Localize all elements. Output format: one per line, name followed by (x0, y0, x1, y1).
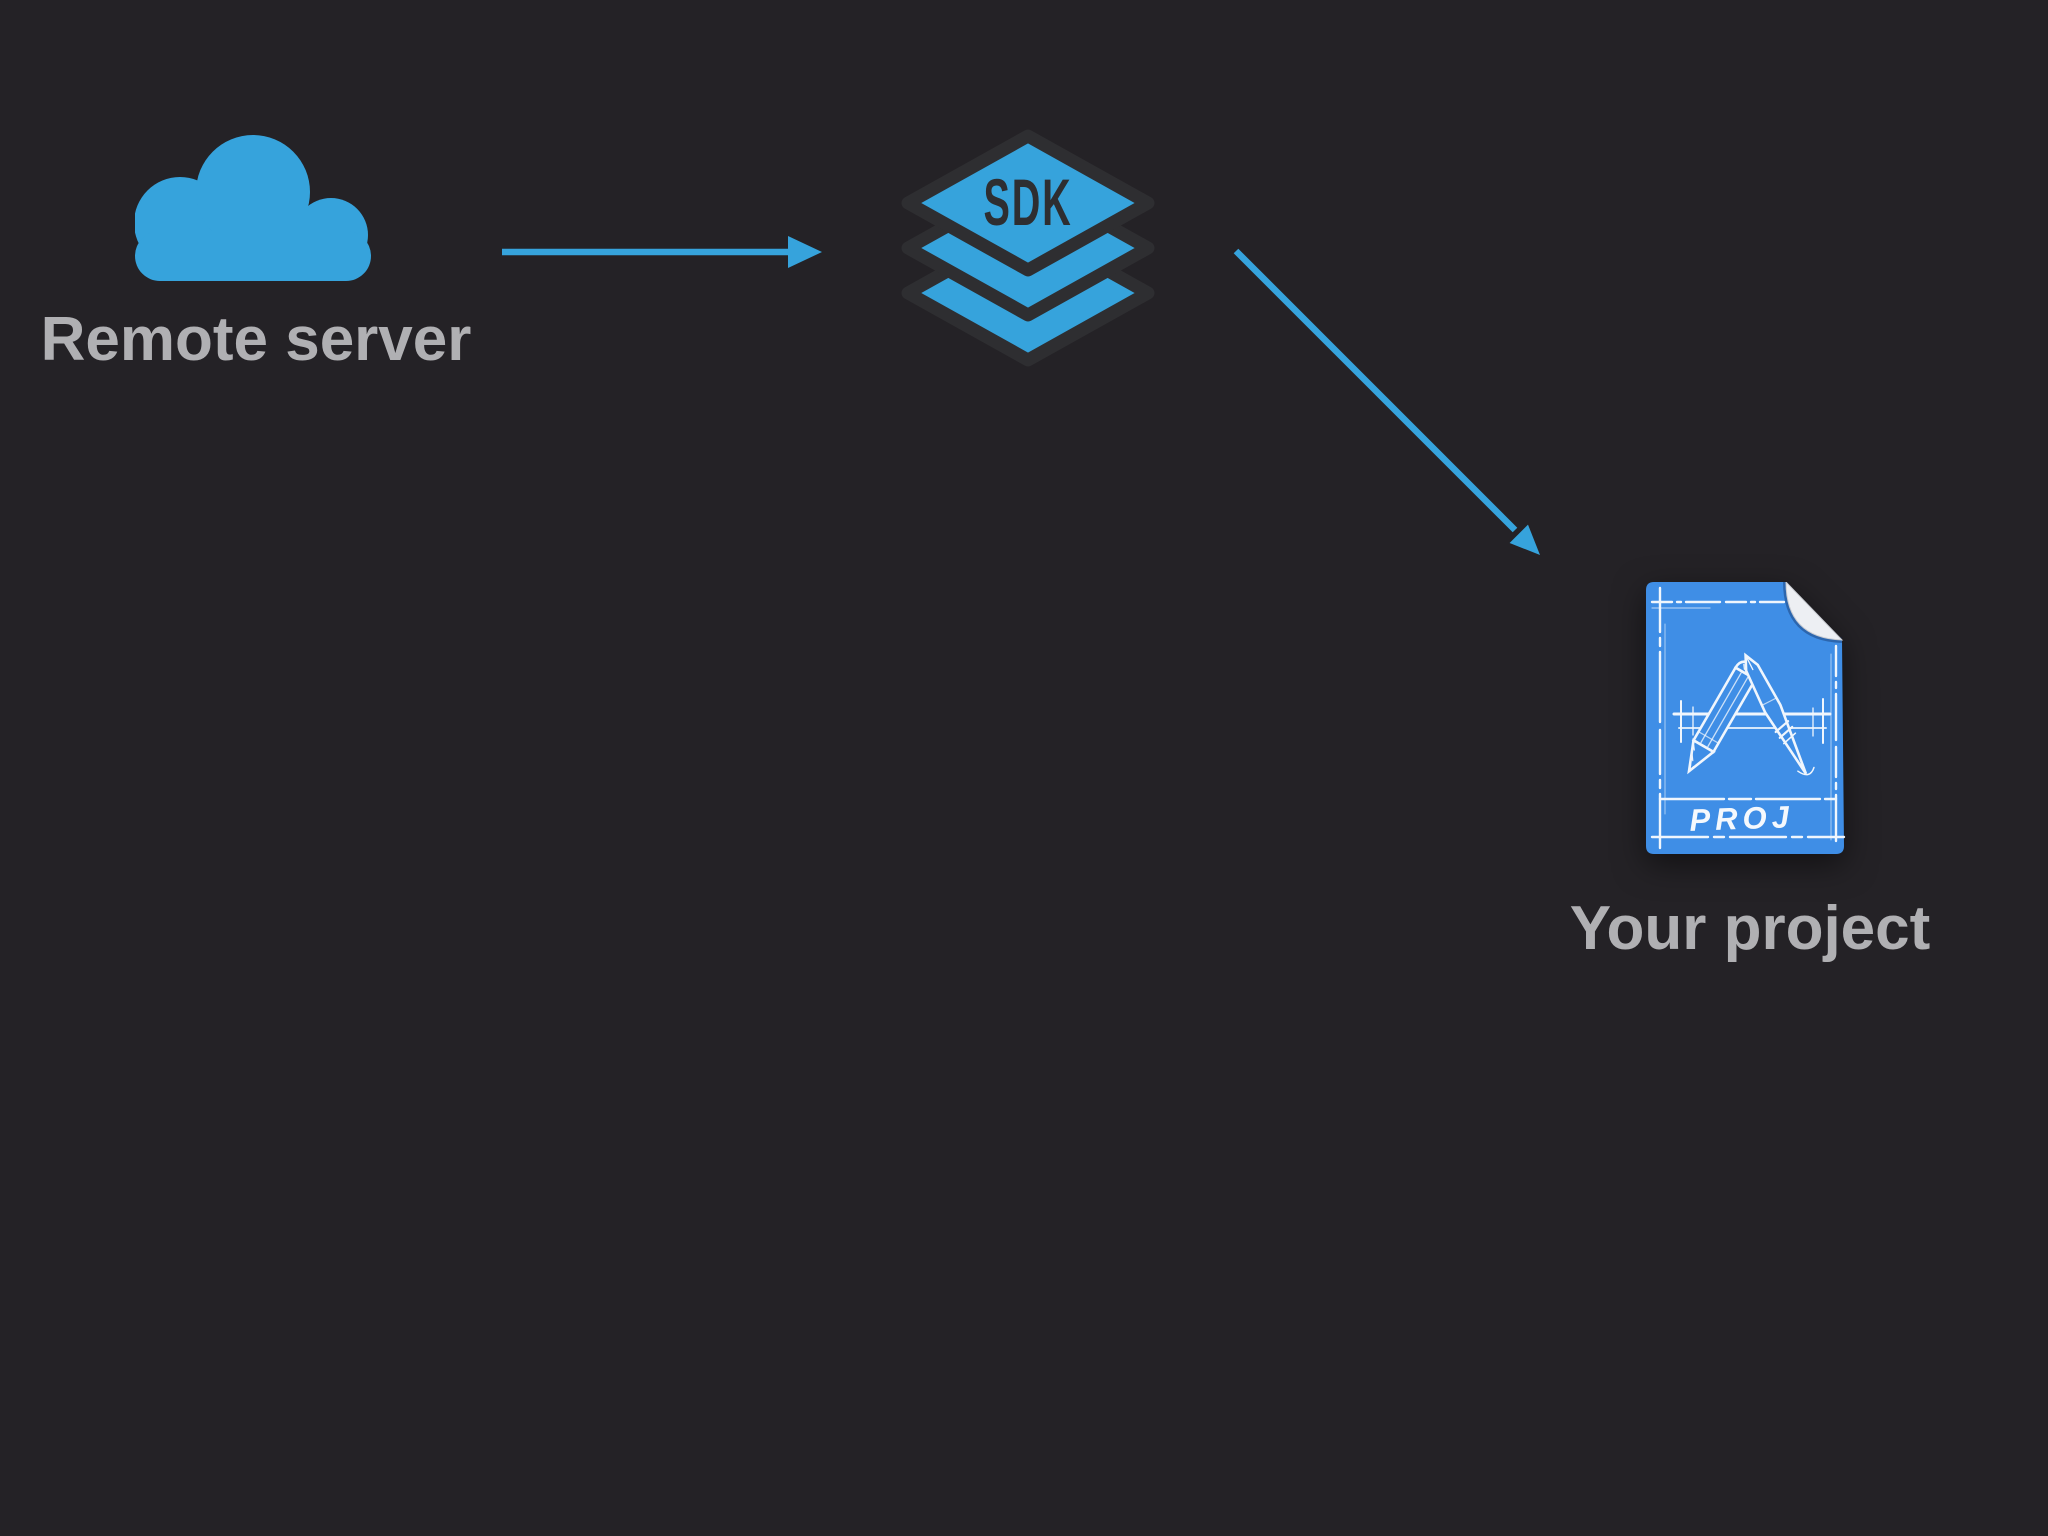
arrow-sdk-to-project (1233, 248, 1540, 555)
proj-badge: PROJ (1689, 799, 1795, 838)
pen-sketch (1744, 652, 1815, 776)
blueprint-sketch (1650, 586, 1846, 850)
arrow-server-to-sdk (502, 236, 822, 268)
sdk-layers-icon: SDK (901, 129, 1155, 367)
cloud-icon (135, 135, 371, 281)
page-curl (1785, 582, 1844, 641)
sdk-label: SDK (984, 166, 1073, 240)
document-page (1646, 582, 1844, 854)
your-project-label: Your project (1569, 894, 1931, 963)
remote-server-node (135, 135, 371, 282)
blueprint-document-icon: PROJ (1646, 582, 1846, 854)
pencil-sketch (1687, 660, 1759, 775)
your-project-node: PROJ (1646, 582, 1850, 855)
remote-server-label: Remote server (40, 305, 472, 374)
